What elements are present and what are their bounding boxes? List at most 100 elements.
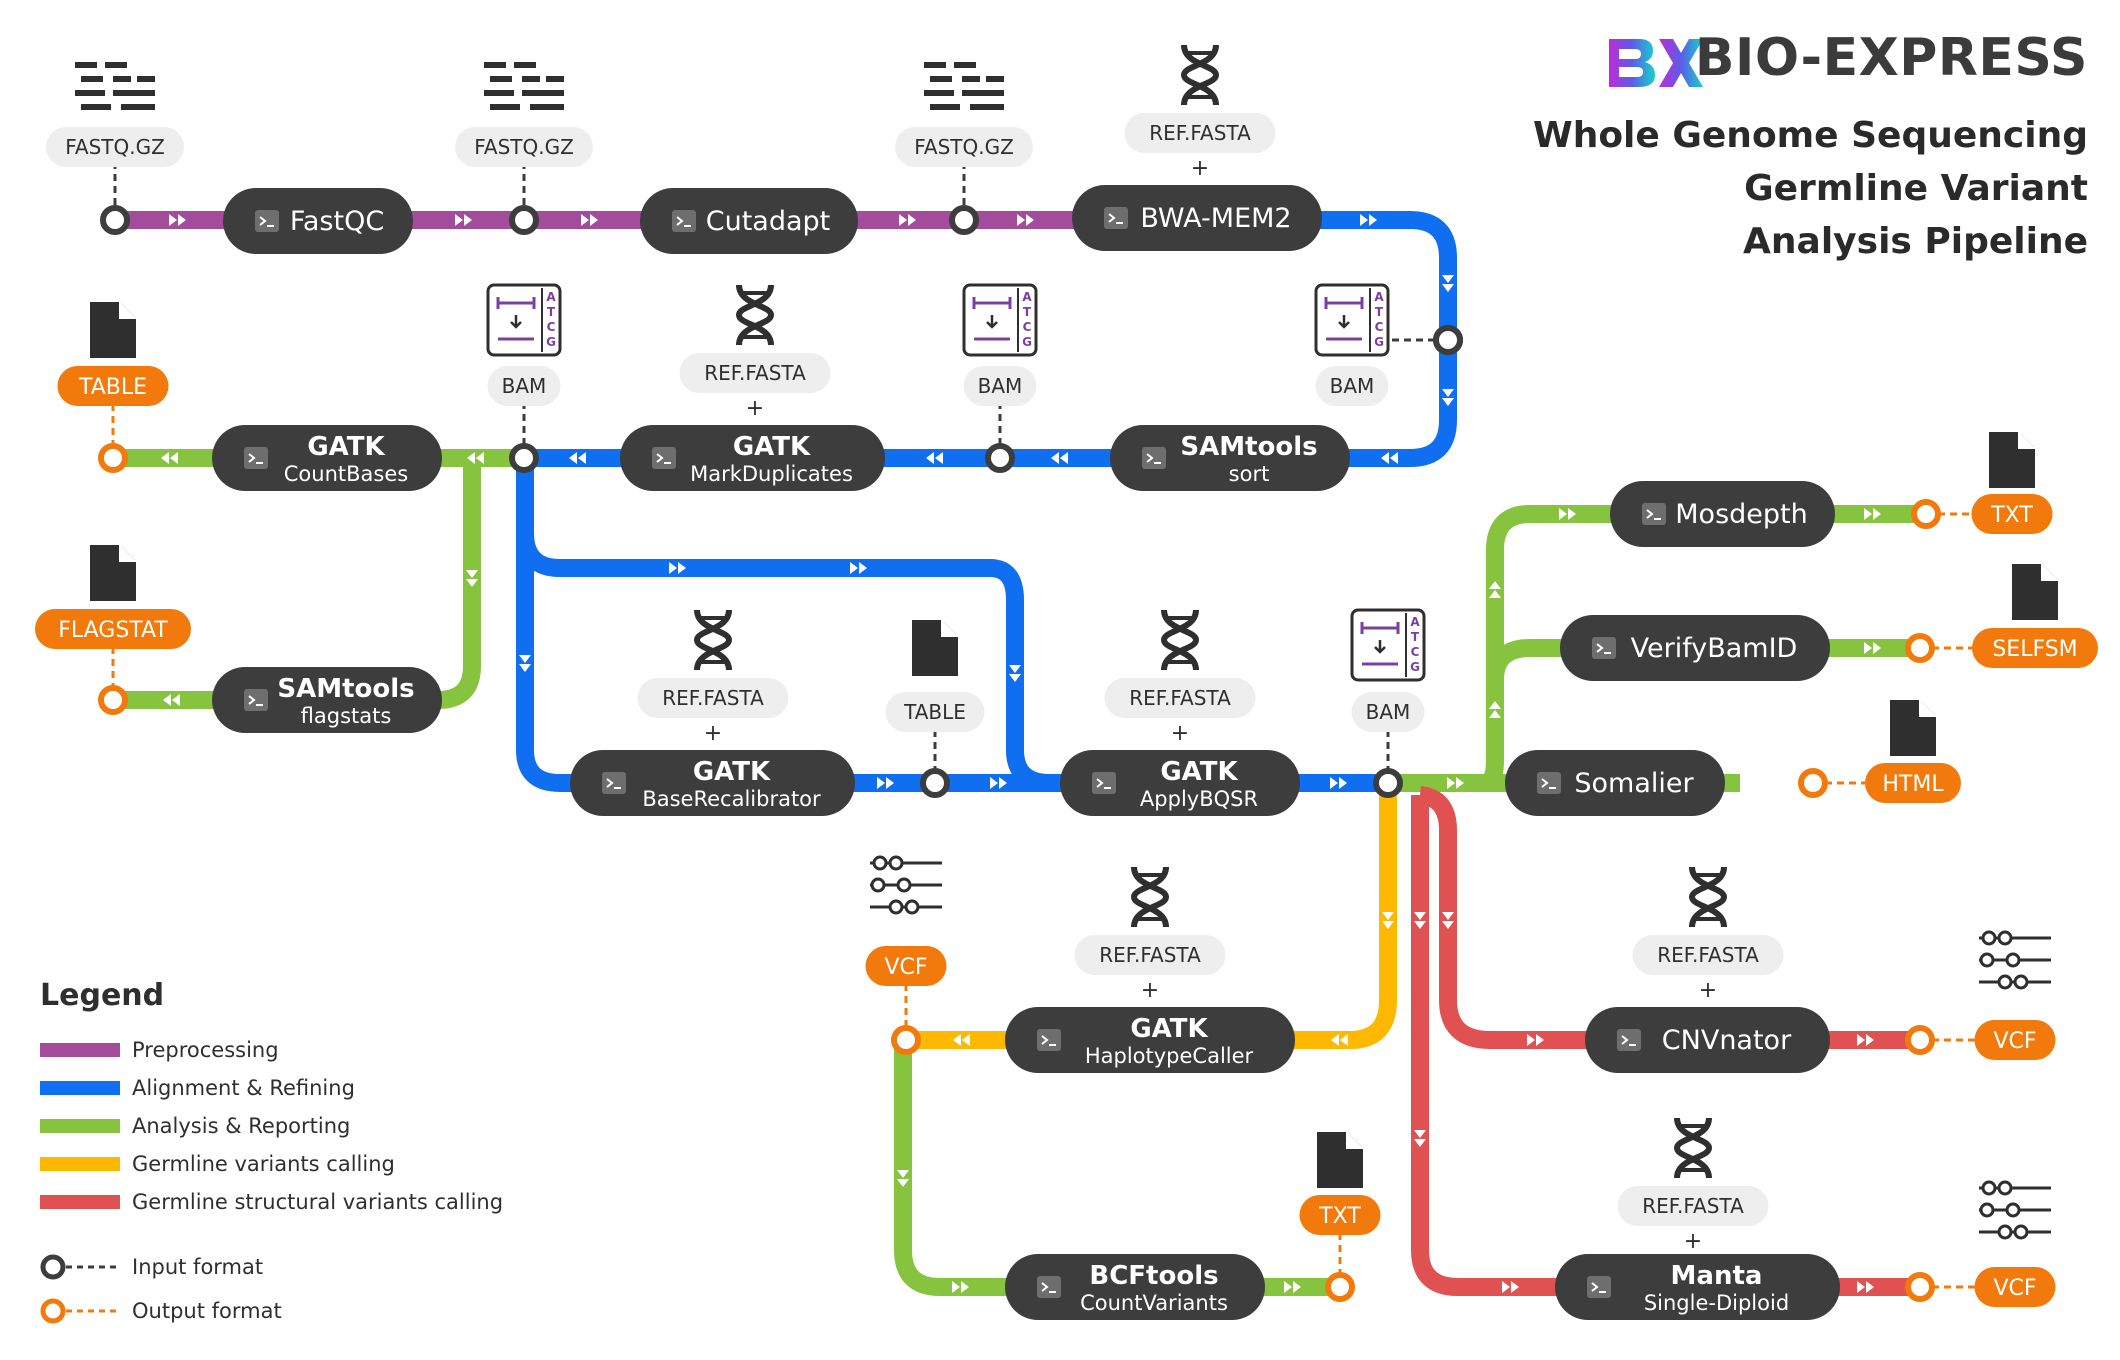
tool-name: CNVnator [1662,1025,1792,1056]
plus-sign: + [1171,721,1189,746]
tool-name: SAMtools [1180,432,1317,462]
input-label-pill [963,366,1037,406]
output-node [1911,499,1941,529]
double-arrow-icon [1752,777,1769,789]
double-arrow-icon [669,562,686,574]
output-out1: TABLE [57,302,169,406]
terminal-icon [1104,207,1128,229]
input-label-pill [46,127,184,167]
input-label: REF.FASTA [1149,121,1251,145]
input-label: REF.FASTA [662,686,764,710]
legend-label: Output format [132,1299,282,1323]
input-node [509,443,539,473]
plus-sign: + [704,721,722,746]
output-node [891,1025,921,1055]
double-arrow-icon [169,214,186,226]
double-arrow-icon [1331,1034,1348,1046]
output-label-pill [1972,628,2098,668]
tool-name: BCFtools [1089,1261,1218,1291]
tool-node-mosdepth: Mosdepth [1610,481,1835,547]
double-arrow-icon [1527,1034,1544,1046]
svg-text:T: T [1023,305,1032,319]
tool-subname: BaseRecalibrator [642,787,821,811]
svg-text:A: A [1374,290,1384,304]
tool-subname: ApplyBQSR [1140,787,1258,811]
vcf-sliders-icon [1979,1180,2051,1240]
output-node [1905,1025,1935,1055]
output-label: VCF [1993,1276,2036,1301]
terminal-icon [672,210,696,232]
svg-text:T: T [547,305,556,319]
double-arrow-icon [1502,1281,1519,1293]
tool-node-body [1072,185,1322,251]
svg-text:C: C [1411,645,1420,659]
tool-name: Manta [1671,1261,1763,1291]
double-arrow-icon [1489,581,1501,598]
output-label: TXT [1990,503,2033,528]
double-arrow-icon [466,570,478,587]
double-arrow-icon [850,562,867,574]
tool-node-cnvnator: CNVnator [1585,1007,1830,1073]
tool-node-body [570,750,855,816]
input-node [1433,325,1463,355]
tool-node-body [1560,615,1830,681]
double-arrow-icon [1864,508,1881,520]
double-arrow-icon [467,452,484,464]
terminal-icon [1587,1276,1611,1298]
output-label-pill [1865,763,1961,803]
input-in11: REF.FASTA+ [1104,609,1256,746]
double-arrow-icon [1051,452,1068,464]
output-label-pill [1974,1020,2056,1060]
svg-text:C: C [1023,320,1032,334]
input-in3: FASTQ.GZ [895,62,1033,167]
terminal-icon [1537,772,1561,794]
tool-node-body [1060,750,1300,816]
legend-label: Germline variants calling [132,1152,395,1176]
input-in15: REF.FASTA+ [1617,1117,1769,1254]
input-label: REF.FASTA [1642,1194,1744,1218]
input-in10: TABLE [885,620,985,732]
tool-node-cutadapt: Cutadapt [640,188,858,254]
document-icon [1989,432,2035,488]
double-arrow-icon [1382,912,1394,929]
double-arrow-icon [953,1034,970,1046]
output-out6: VCF [865,855,947,986]
input-label-pill [679,353,831,393]
input-label: FASTQ.GZ [474,135,574,159]
vcf-sliders-icon [1979,930,2051,990]
terminal-icon [1617,1029,1641,1051]
input-label-pill [895,127,1033,167]
legend-item-structural: Germline structural variants calling [40,1189,503,1215]
dna-icon [735,284,775,346]
output-label: SELFSM [1992,637,2077,662]
output-out7: VCF [1974,930,2056,1060]
output-marker-icon [40,1298,120,1324]
input-in13: REF.FASTA+ [1074,866,1226,1003]
input-in9: REF.FASTA + [637,609,789,746]
input-node [985,443,1015,473]
plus-sign: + [1141,978,1159,1003]
double-arrow-icon [1857,1281,1874,1293]
double-arrow-icon [1009,665,1021,682]
input-label: BAM [1330,374,1375,398]
svg-text:T: T [1375,305,1384,319]
double-arrow-icon [1864,642,1881,654]
document-icon [912,620,958,676]
output-out5: HTML [1865,700,1961,803]
tool-subname: MarkDuplicates [690,462,853,486]
input-marker-icon [40,1254,120,1280]
input-label-pill [487,366,561,406]
legend-item-germline: Germline variants calling [40,1151,395,1177]
connector-lines [111,162,1975,1289]
terminal-icon [244,689,268,711]
output-out9: VCF [1974,1180,2056,1307]
double-arrow-icon [897,1170,909,1187]
terminal-icon [255,210,279,232]
double-arrow-icon [455,214,472,226]
legend-swatch [40,1043,120,1057]
document-icon [90,545,136,601]
